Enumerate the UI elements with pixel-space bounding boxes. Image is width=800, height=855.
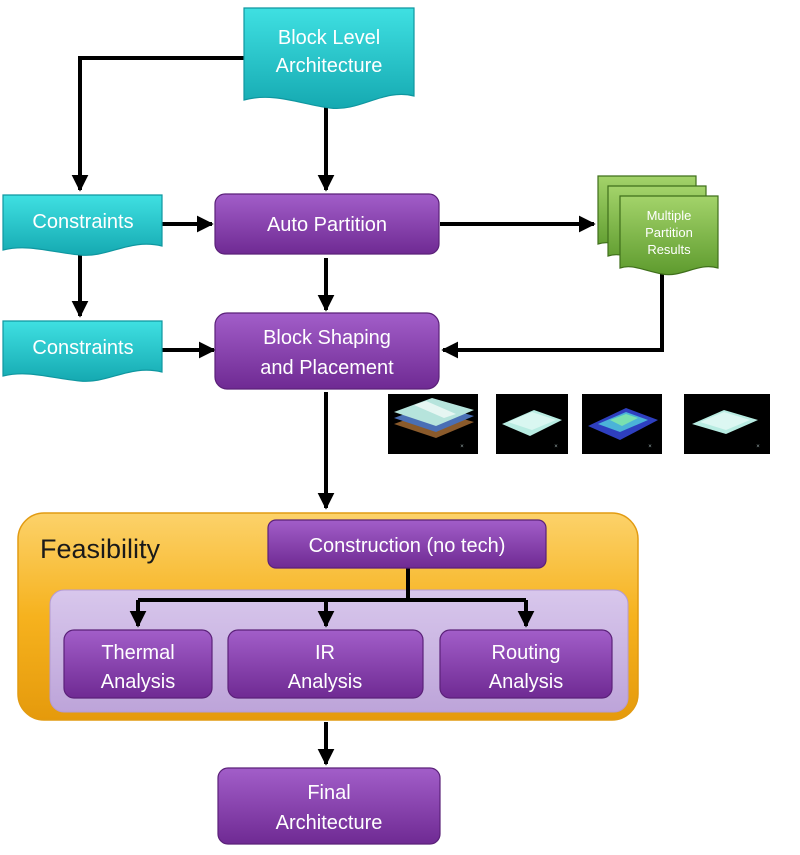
results-line-2: Partition [645, 225, 693, 240]
thermal-line-1: Thermal [101, 642, 174, 664]
constraints-node-1: Constraints [2, 194, 163, 256]
routing-line-1: Routing [492, 642, 561, 664]
block-shaping-node: Block Shaping and Placement [214, 312, 440, 390]
arrow-results-to-block-shaping [441, 274, 664, 359]
svg-text:×: × [648, 444, 652, 450]
multiple-partition-results-node: Multiple Partition Results [597, 175, 719, 276]
final-line-2: Architecture [276, 812, 383, 834]
svg-text:×: × [460, 444, 464, 450]
construction-node: Construction (no tech) [267, 519, 547, 569]
thumbnail-grid-small: × [684, 394, 770, 454]
results-line-3: Results [647, 242, 691, 257]
routing-line-2: Analysis [489, 671, 563, 693]
ir-line-1: IR [315, 642, 335, 664]
auto-partition-label: Auto Partition [267, 214, 387, 236]
thermal-analysis-node: Thermal Analysis [63, 629, 213, 699]
connectors [71, 56, 664, 766]
final-architecture-node: Final Architecture [217, 767, 441, 845]
results-line-1: Multiple [647, 208, 692, 223]
construction-label: Construction (no tech) [309, 535, 506, 557]
ir-line-2: Analysis [288, 671, 362, 693]
block-level-architecture-node: Block Level Architecture [243, 7, 415, 110]
constraints-1-label: Constraints [32, 211, 133, 233]
ir-analysis-node: IR Analysis [227, 629, 424, 699]
thermal-line-2: Analysis [101, 671, 175, 693]
svg-text:×: × [756, 444, 760, 450]
svg-text:×: × [554, 444, 558, 450]
block-shaping-line-2: and Placement [260, 357, 394, 379]
constraints-2-label: Constraints [32, 337, 133, 359]
layout-thumbnails: × × × × [388, 394, 770, 454]
arrow-bla-to-constraints [71, 56, 244, 192]
final-line-1: Final [307, 782, 350, 804]
routing-analysis-node: Routing Analysis [439, 629, 613, 699]
thumbnail-grid-thermal: × [582, 394, 662, 454]
bla-line-1: Block Level [278, 27, 380, 49]
thumbnail-grid-light: × [496, 394, 568, 454]
bla-line-2: Architecture [276, 55, 383, 77]
thumbnail-stacked-layers: × [388, 394, 478, 454]
constraints-node-2: Constraints [2, 320, 163, 382]
auto-partition-node: Auto Partition [214, 193, 440, 255]
block-shaping-line-1: Block Shaping [263, 327, 391, 349]
feasibility-label: Feasibility [40, 534, 161, 564]
